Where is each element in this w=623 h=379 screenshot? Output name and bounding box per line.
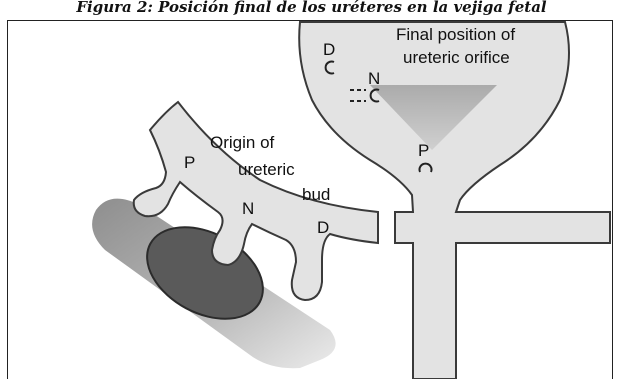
label-bladder-D: D bbox=[323, 40, 335, 59]
bladder bbox=[299, 22, 610, 379]
label-duct-D: D bbox=[317, 218, 329, 237]
label-origin-line1: Origin of bbox=[210, 133, 275, 152]
label-origin-line2: ureteric bbox=[238, 160, 295, 179]
label-duct-N: N bbox=[242, 199, 254, 218]
label-final-position-line2: ureteric orifice bbox=[403, 48, 510, 67]
label-final-position-line1: Final position of bbox=[396, 25, 515, 44]
label-bladder-P: P bbox=[418, 141, 429, 160]
label-origin-line3: bud bbox=[302, 185, 330, 204]
label-bladder-N: N bbox=[368, 69, 380, 88]
label-duct-P: P bbox=[184, 153, 195, 172]
